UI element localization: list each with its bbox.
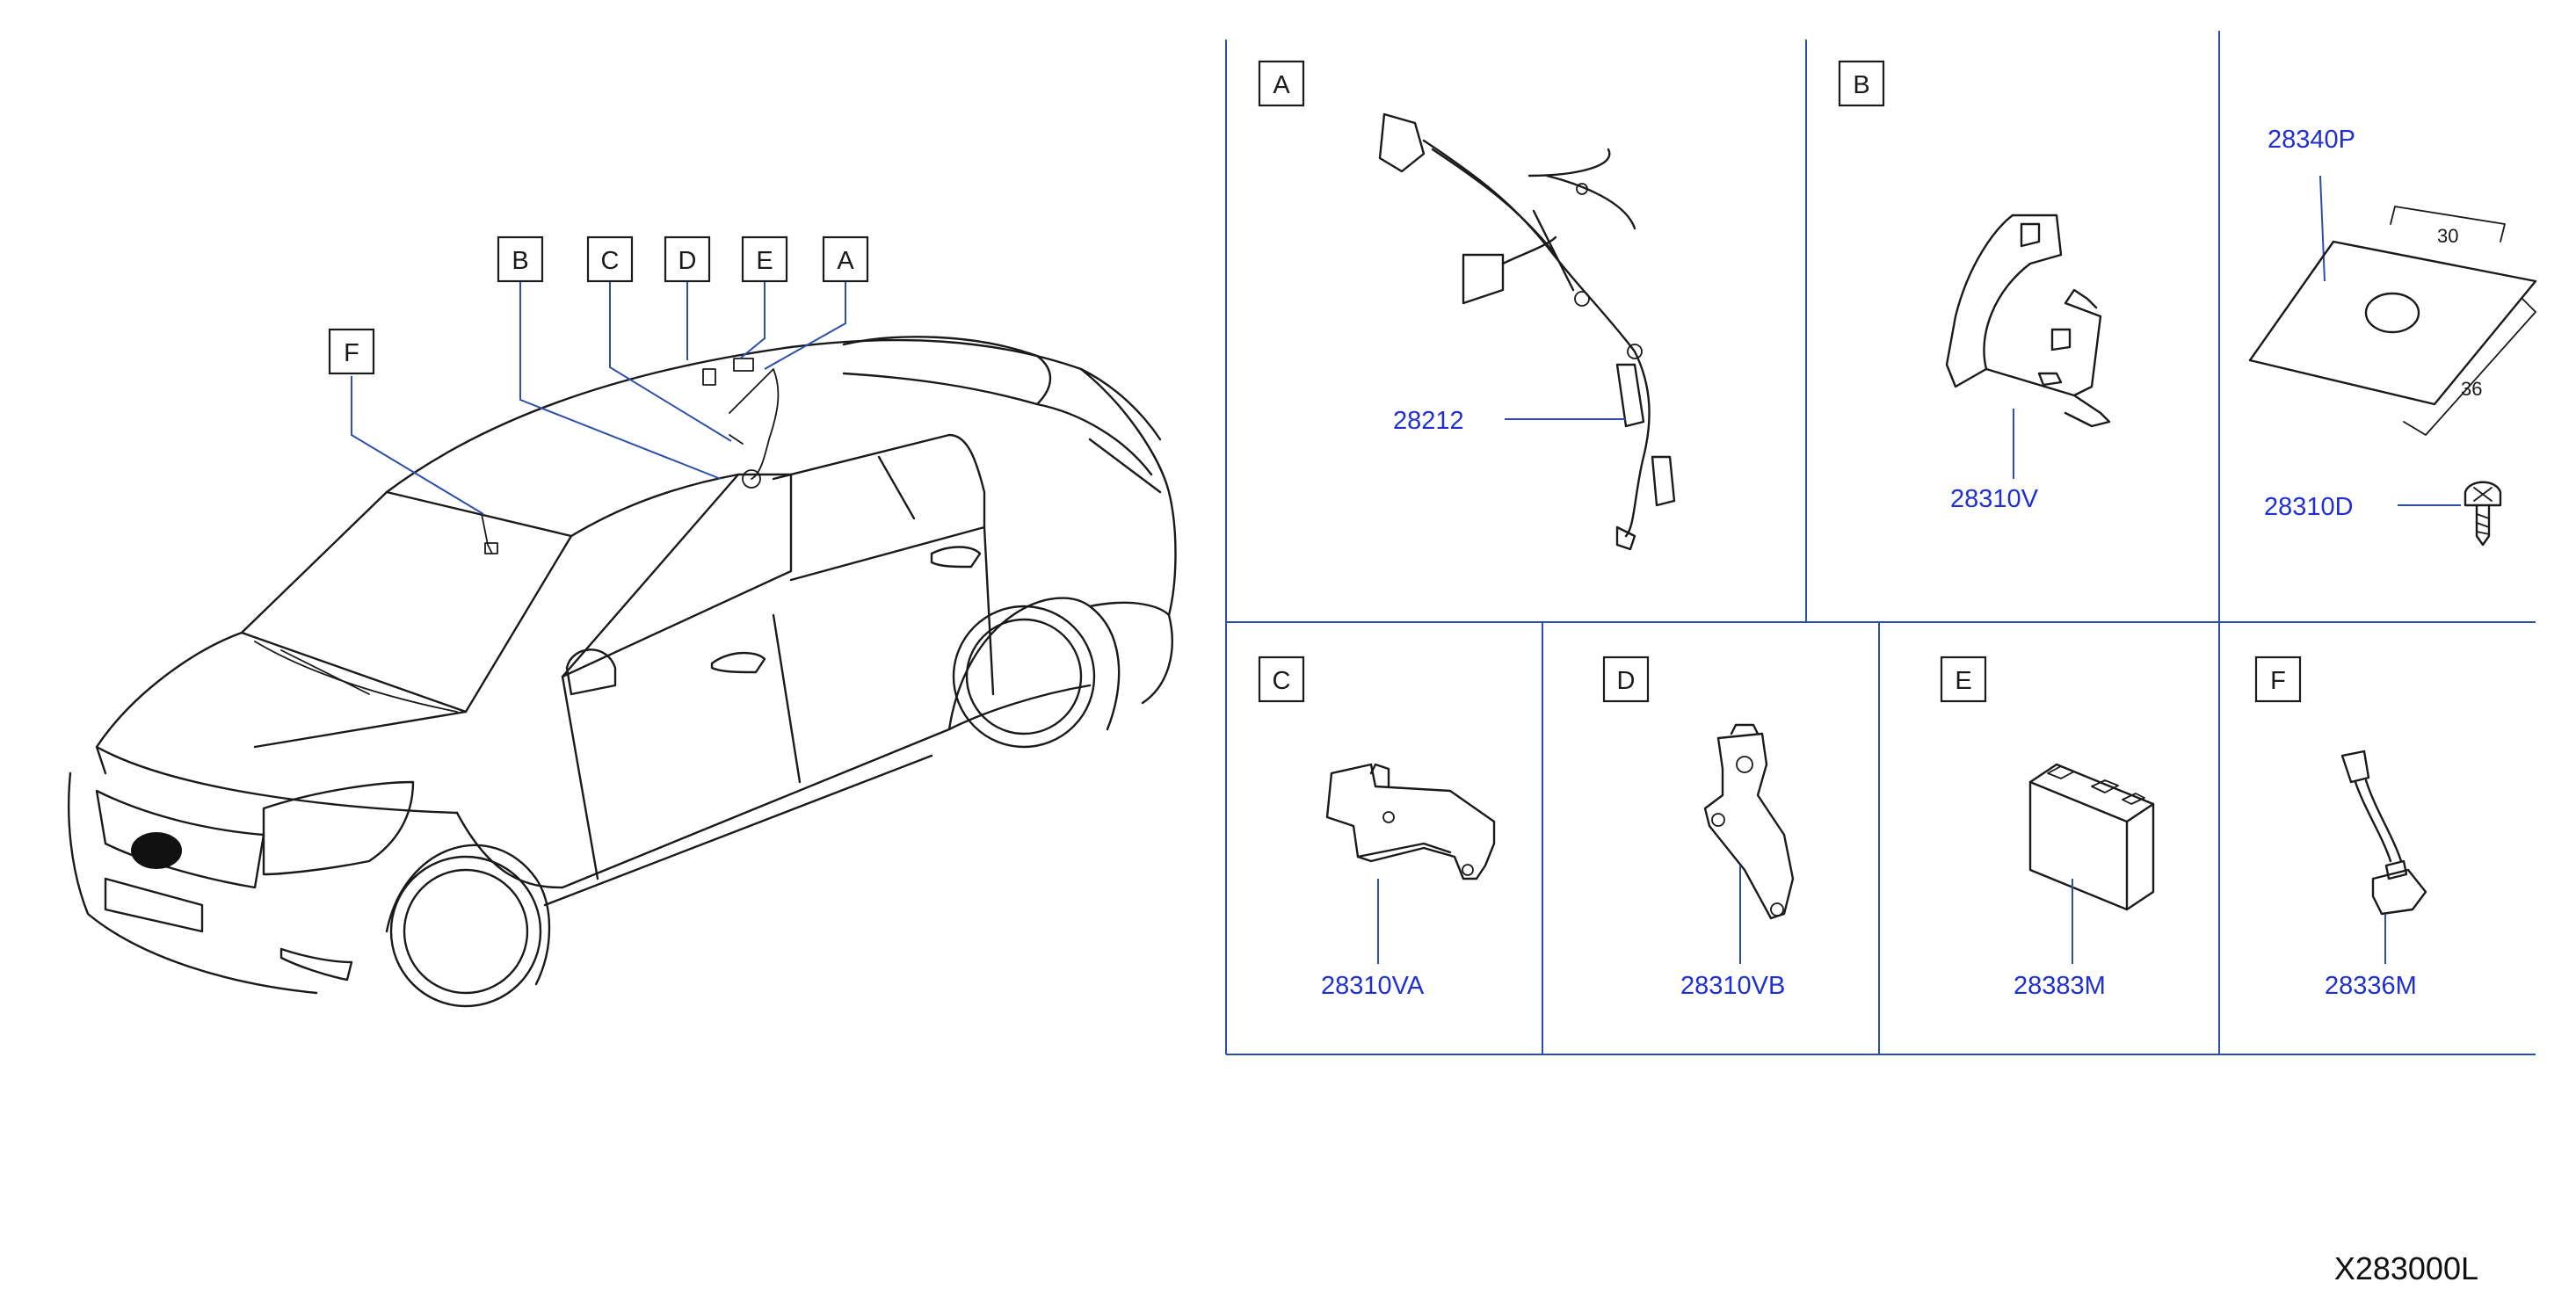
sensor-drawing — [2340, 750, 2427, 916]
callout-leaders — [351, 281, 846, 515]
wiring-harness-drawing — [1378, 112, 1676, 551]
panel-C: C 28310VA — [1258, 656, 1496, 1000]
dimension-width: 30 — [2437, 225, 2458, 247]
bracket-drawing — [1703, 723, 1795, 920]
callout-C: C — [586, 235, 634, 283]
panel-A: A 28212 — [1258, 60, 1676, 551]
panel-B: B 28310V — [1838, 60, 2111, 513]
catalog-code: X283000L — [2334, 1250, 2478, 1286]
panel-label: A — [1273, 71, 1290, 99]
callout-label: A — [837, 247, 854, 275]
pad-drawing — [2248, 206, 2537, 436]
part-number: 28310V — [1950, 485, 2039, 513]
panel-label: D — [1617, 667, 1636, 695]
callout-D: D — [664, 235, 711, 283]
bolt-drawing — [2464, 481, 2502, 547]
part-number: 28212 — [1393, 407, 1464, 435]
callout-label: C — [601, 247, 620, 275]
panel-E: E 28383M — [1940, 656, 2155, 1000]
part-number: 28383M — [2014, 972, 2106, 1000]
bracket-drawing — [1945, 214, 2111, 428]
panel-F: F 28336M — [2254, 656, 2427, 1000]
module-drawing — [2028, 763, 2155, 911]
callout-F: F — [328, 328, 375, 375]
panel-D: D 28310VB — [1602, 656, 1795, 1000]
bracket-drawing — [1325, 763, 1496, 880]
panel-label: F — [2270, 667, 2286, 695]
part-number: 28310VA — [1321, 972, 1425, 1000]
callout-B: B — [497, 235, 544, 283]
vehicle-illustration — [67, 336, 1177, 1008]
callout-label: D — [678, 247, 697, 275]
part-number: 28336M — [2325, 972, 2417, 1000]
dimension-height: 36 — [2461, 378, 2482, 400]
panel-label: E — [1955, 667, 1971, 695]
callout-A: A — [822, 235, 869, 283]
part-number: 28310D — [2264, 493, 2354, 521]
callout-label: F — [344, 339, 359, 367]
panel-label: C — [1273, 667, 1291, 695]
part-number: 28310VB — [1680, 972, 1785, 1000]
panel-label: B — [1853, 71, 1869, 99]
callout-label: B — [512, 247, 528, 275]
parts-grid — [1225, 31, 2536, 1055]
part-number: 28340P — [2268, 126, 2355, 154]
callout-label: E — [756, 247, 773, 275]
callout-E: E — [741, 235, 788, 283]
panel-pad-and-bolt: 28340P 30 36 28310D — [2248, 126, 2537, 547]
